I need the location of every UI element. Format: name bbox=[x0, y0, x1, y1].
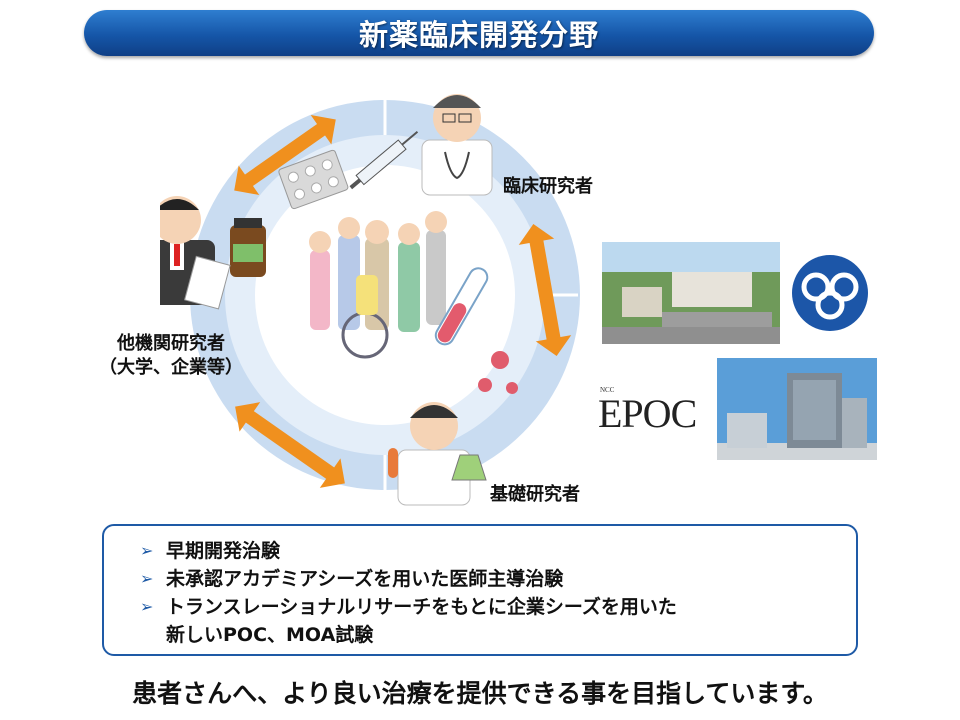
title-banner: 新薬臨床開発分野 bbox=[84, 10, 874, 56]
bullet-item: ➢ 早期開発治験 bbox=[140, 538, 280, 564]
medicine-bottle-icon bbox=[230, 218, 266, 277]
arrow-bullet-icon: ➢ bbox=[140, 538, 166, 564]
institution-logo-rings bbox=[790, 253, 870, 333]
bullet-text: 未承認アカデミアシーズを用いた医師主導治験 bbox=[166, 566, 563, 592]
research-cycle-diagram bbox=[160, 60, 600, 520]
hospital-aerial-photo bbox=[602, 242, 780, 344]
page-title: 新薬臨床開発分野 bbox=[359, 12, 599, 54]
label-other-researcher: 他機関研究者 （大学、企業等） bbox=[76, 332, 266, 380]
hospital-building-photo bbox=[717, 358, 877, 460]
epoc-logo-word: EPOC bbox=[598, 390, 696, 437]
bullet-text-continuation: 新しいPOC、MOA試験 bbox=[166, 622, 373, 648]
label-basic-researcher: 基礎研究者 bbox=[490, 483, 580, 507]
label-other-researcher-line1: 他機関研究者 bbox=[76, 332, 266, 356]
epoc-logo: NCC EPOC bbox=[598, 384, 713, 436]
label-other-researcher-line2: （大学、企業等） bbox=[76, 356, 266, 380]
bullet-item: ➢ 未承認アカデミアシーズを用いた医師主導治験 bbox=[140, 566, 563, 592]
arrow-bullet-icon: ➢ bbox=[140, 594, 166, 620]
bullet-text: トランスレーショナルリサーチをもとに企業シーズを用いた bbox=[166, 594, 677, 620]
bullet-item: ➢ トランスレーショナルリサーチをもとに企業シーズを用いた bbox=[140, 594, 677, 620]
footer-statement: 患者さんへ、より良い治療を提供できる事を目指しています。 bbox=[0, 674, 960, 710]
trial-types-box: ➢ 早期開発治験 ➢ 未承認アカデミアシーズを用いた医師主導治験 ➢ トランスレ… bbox=[102, 524, 858, 656]
label-clinical-researcher: 臨床研究者 bbox=[503, 175, 593, 199]
arrow-bullet-icon: ➢ bbox=[140, 566, 166, 592]
bullet-text: 早期開発治験 bbox=[166, 538, 280, 564]
